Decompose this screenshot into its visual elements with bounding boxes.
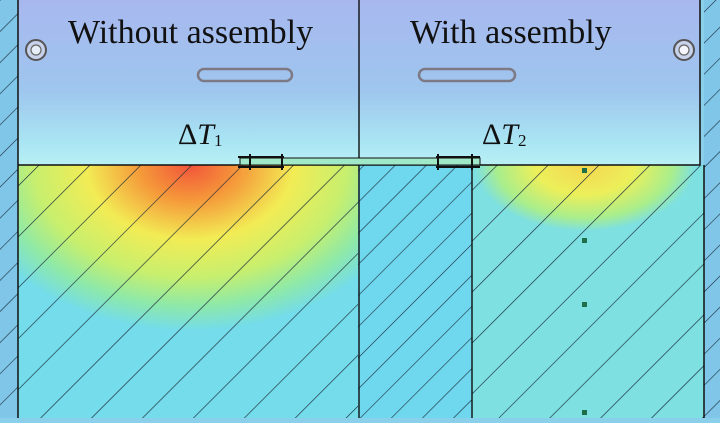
delta-t2-label: ΔT2 (482, 118, 526, 152)
delta-t1-subscript: 1 (213, 131, 223, 150)
right-hatch (472, 165, 704, 418)
delta-t2-subscript: 2 (517, 131, 527, 150)
right-title: With assembly (410, 14, 612, 51)
right-slot (417, 67, 517, 83)
left-title: Without assembly (68, 14, 314, 51)
center-hatch (358, 165, 472, 418)
left-slot (196, 67, 294, 83)
delta-t1-marker (238, 154, 284, 170)
delta-t1-label: ΔT1 (178, 118, 222, 152)
probe-dots (582, 168, 587, 415)
delta-t1-symbol: ΔT (178, 118, 214, 151)
left-hatch (18, 165, 358, 418)
delta-t2-marker (436, 154, 480, 170)
delta-t2-symbol: ΔT (482, 118, 518, 151)
gap-strip (239, 157, 481, 166)
